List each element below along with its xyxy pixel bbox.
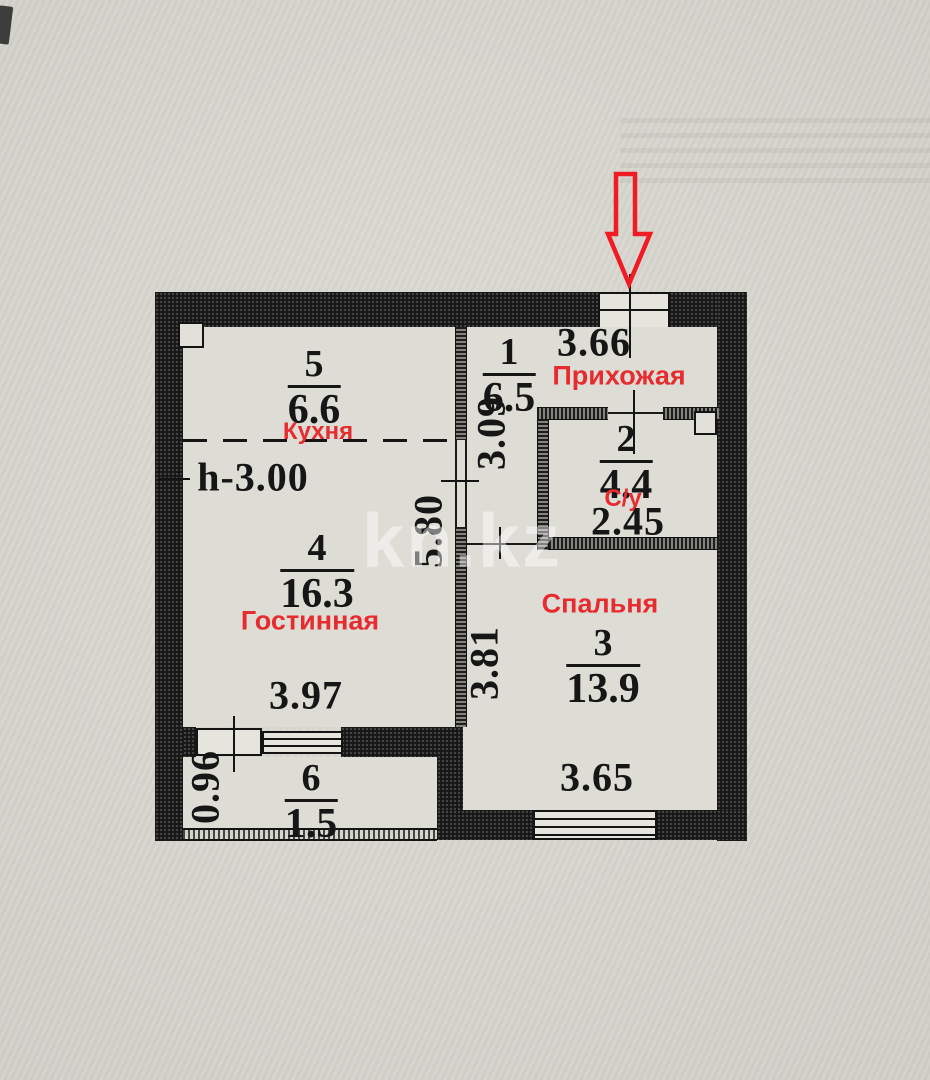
- bathroom-wall-top-left: [537, 407, 608, 420]
- balcony-room-area: 1.5: [284, 801, 338, 847]
- living-room-area: 16.3: [280, 571, 354, 617]
- scan-streaks: [620, 118, 930, 188]
- bedroom-window: [533, 810, 657, 840]
- bedroom-room-number: 3: [566, 624, 640, 667]
- bathroom-room-area: 4.4: [599, 462, 653, 508]
- bathroom-room-stat: 2 4.4: [599, 420, 653, 508]
- bedroom-label: Спальня: [541, 588, 659, 619]
- bedroom-room-stat: 3 13.9: [566, 624, 640, 712]
- kitchen-room-area: 6.6: [287, 387, 341, 433]
- exterior-wall-top-left: [155, 292, 598, 327]
- left-wall-tick: [158, 478, 190, 480]
- hallway-room-number: 1: [482, 333, 536, 376]
- dimension-hallway-width: 3.66: [557, 319, 631, 365]
- kitchen-zone-dashed-line: [183, 439, 455, 442]
- dimension-bedroom-depth: 3.81: [461, 626, 507, 700]
- dimension-bathroom-width: 2.45: [591, 498, 665, 544]
- bathroom-label: С/у: [604, 485, 642, 512]
- bathroom-room-number: 2: [599, 420, 653, 463]
- interior-wall-bedroom-divider: [537, 537, 719, 550]
- bathroom-wall-left: [537, 407, 549, 550]
- hallway-label: Прихожая: [552, 360, 686, 391]
- kitchen-room-number: 5: [287, 345, 341, 388]
- living-label: Гостинная: [240, 605, 380, 636]
- bedroom-bottom-wall-left: [437, 810, 533, 840]
- balcony-room-stat: 6 1.5: [284, 759, 338, 847]
- floor-fill-balcony: [183, 757, 437, 828]
- bathroom-notch: [694, 411, 717, 435]
- balcony-door: [196, 728, 262, 756]
- living-room-number: 4: [280, 529, 354, 572]
- interior-wall-bedroom-living: [455, 527, 467, 727]
- entrance-arrow-icon: [604, 171, 654, 290]
- living-door-opening: [455, 440, 467, 527]
- corner-notch: [178, 322, 204, 348]
- entrance-door-leaf-line: [598, 309, 670, 311]
- living-bottom-wall-left: [183, 727, 196, 757]
- balcony-room-number: 6: [284, 759, 338, 802]
- exterior-wall-left: [155, 292, 183, 841]
- interior-wall-hallway-upper: [455, 327, 467, 440]
- bathroom-door-tick: [633, 390, 635, 454]
- kitchen-label: Кухня: [282, 418, 354, 445]
- dimension-living-width: 3.97: [269, 672, 343, 718]
- entrance-door-opening: [598, 292, 670, 327]
- living-door-tick: [441, 480, 479, 482]
- ceiling-height-label: h-3.00: [197, 454, 309, 500]
- bedroom-door-opening: [467, 543, 537, 545]
- balcony-window: [262, 731, 343, 754]
- bathroom-door-opening: [608, 412, 663, 414]
- balcony-door-tick: [233, 716, 235, 772]
- bedroom-bottom-wall-right: [657, 810, 747, 840]
- floor-fill-bedroom: [463, 540, 717, 810]
- hallway-room-area: 6.5: [482, 375, 536, 421]
- bedroom-room-area: 13.9: [566, 666, 640, 712]
- living-room-stat: 4 16.3: [280, 529, 354, 617]
- entrance-dimension-tick: [629, 274, 631, 358]
- dimension-hallway-depth: 3.09: [468, 396, 514, 470]
- exterior-wall-right: [717, 292, 747, 841]
- scan-speck: [0, 5, 14, 45]
- hallway-room-stat: 1 6.5: [482, 333, 536, 421]
- dimension-balcony-depth: 0.96: [182, 750, 228, 824]
- kitchen-room-stat: 5 6.6: [287, 345, 341, 433]
- dimension-bedroom-width: 3.65: [560, 754, 634, 800]
- bedroom-door-tick: [499, 527, 501, 559]
- dimension-left-depth: 5.80: [405, 494, 451, 568]
- balcony-rail-wall: [183, 828, 437, 841]
